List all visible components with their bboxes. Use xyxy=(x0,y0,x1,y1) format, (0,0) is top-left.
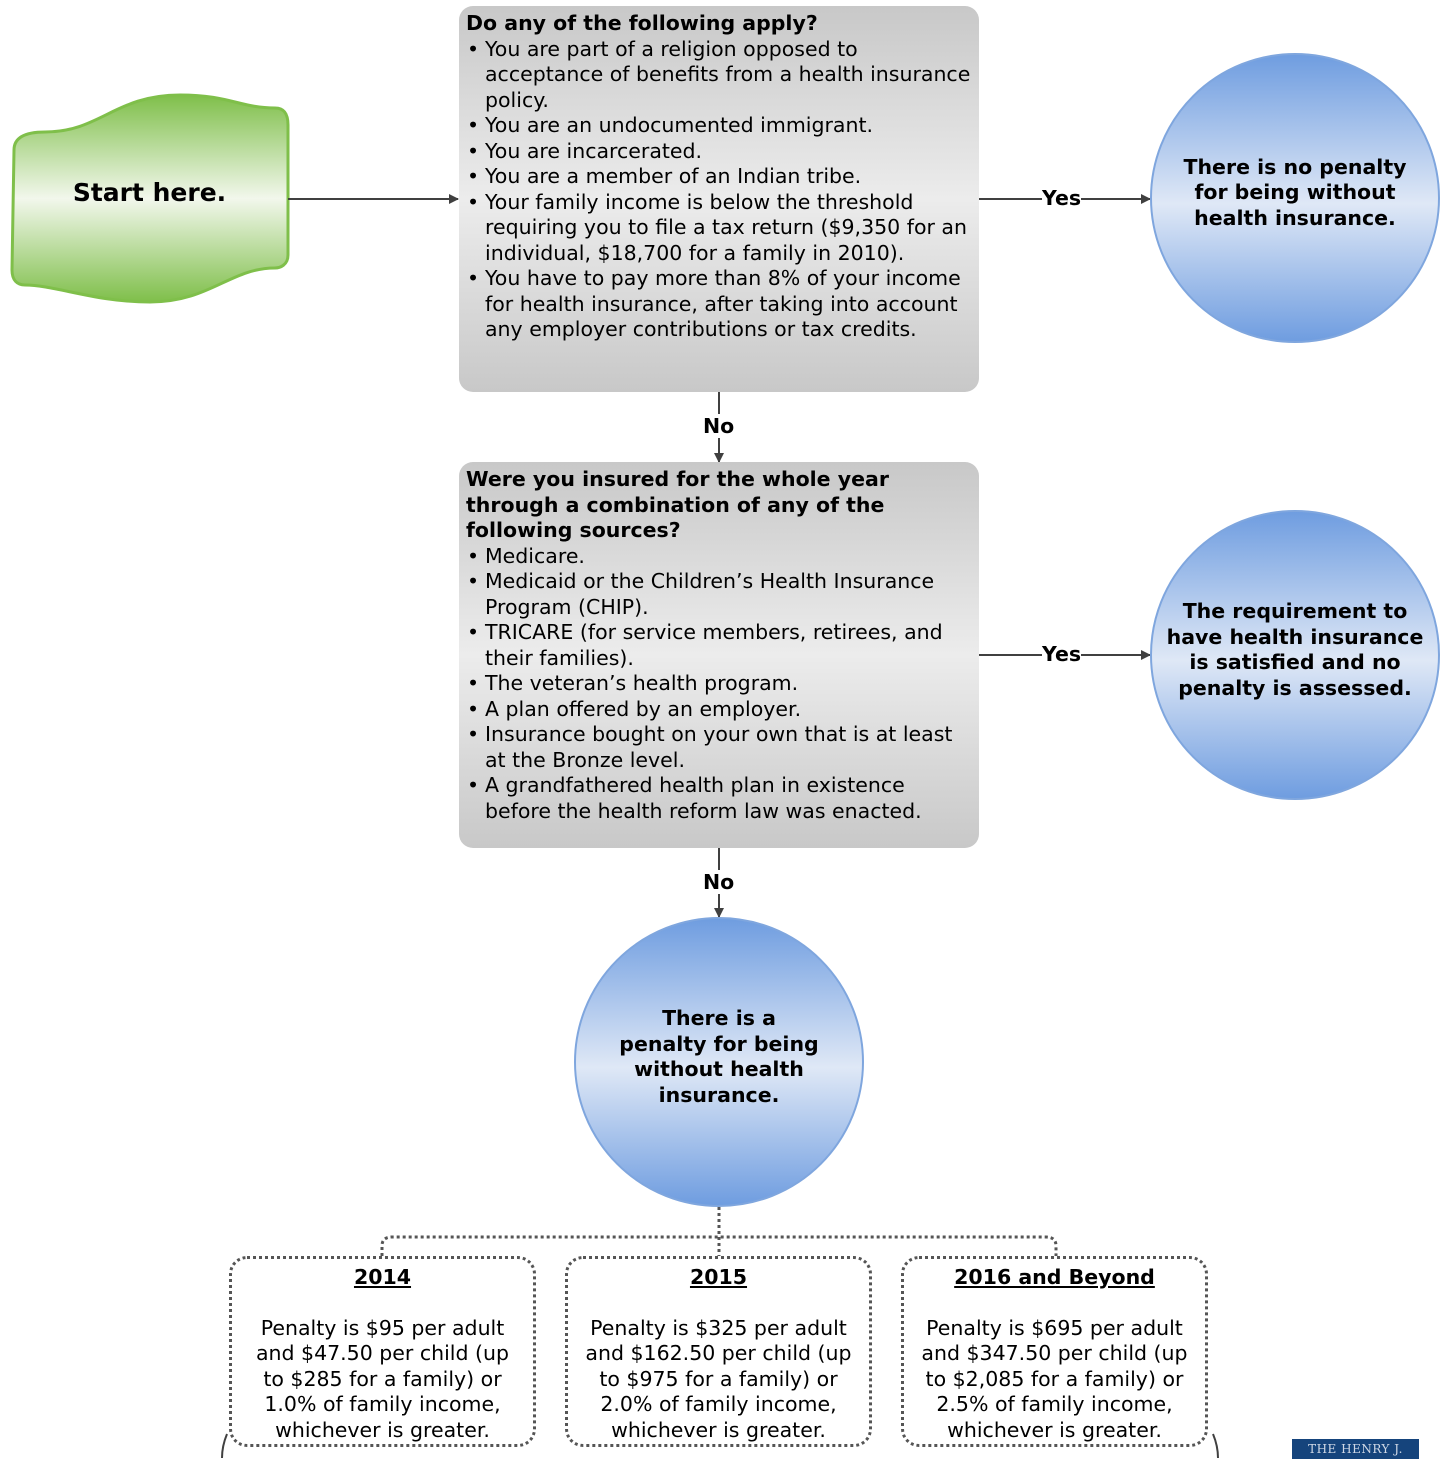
list-item: You are a member of an Indian tribe. xyxy=(466,164,971,190)
outcome-satisfied-text: The requirement to have health insurance… xyxy=(1166,599,1424,700)
penalty-text: Penalty is $695 per adult and $347.50 pe… xyxy=(921,1315,1188,1442)
kff-logo: THE HENRY J. xyxy=(1292,1439,1419,1459)
outcome-no-penalty[interactable]: There is no penalty for being without he… xyxy=(1150,53,1440,343)
edge-label-no-1: No xyxy=(703,414,735,438)
list-item: Medicare. xyxy=(466,544,971,570)
question-2-title: Were you insured for the whole year thro… xyxy=(466,467,889,542)
list-item: A plan offered by an employer. xyxy=(466,697,971,723)
outcome-penalty-text: There is a penalty for being without hea… xyxy=(619,1006,819,1107)
list-item: You are incarcerated. xyxy=(466,139,971,165)
penalty-text: Penalty is $325 per adult and $162.50 pe… xyxy=(585,1315,852,1442)
penalty-dotted-connector xyxy=(380,1207,1058,1256)
start-shape[interactable] xyxy=(10,93,290,304)
list-item: You are part of a religion opposed to ac… xyxy=(466,37,971,114)
question-1-box[interactable]: Do any of the following apply? You are p… xyxy=(459,6,979,392)
question-2-box[interactable]: Were you insured for the whole year thro… xyxy=(459,462,979,848)
question-1-title: Do any of the following apply? xyxy=(466,11,818,35)
list-item: You have to pay more than 8% of your inc… xyxy=(466,266,971,343)
bottom-brace xyxy=(221,1433,228,1459)
bottom-brace-right xyxy=(1212,1433,1219,1459)
list-item: TRICARE (for service members, retirees, … xyxy=(466,620,971,671)
question-2-list: Medicare. Medicaid or the Children’s Hea… xyxy=(466,544,971,825)
list-item: A grandfathered health plan in existence… xyxy=(466,773,971,824)
penalty-year: 2016 and Beyond xyxy=(954,1265,1155,1289)
penalty-box-2015[interactable]: 2015 Penalty is $325 per adult and $162.… xyxy=(565,1256,872,1447)
penalty-text: Penalty is $95 per adult and $47.50 per … xyxy=(255,1315,510,1442)
penalty-year: 2015 xyxy=(689,1265,748,1289)
edge-label-yes-1: Yes xyxy=(1042,186,1082,210)
list-item: Medicaid or the Children’s Health Insura… xyxy=(466,569,971,620)
penalty-box-2014[interactable]: 2014 Penalty is $95 per adult and $47.50… xyxy=(229,1256,536,1447)
list-item: The veteran’s health program. xyxy=(466,671,971,697)
question-1-list: You are part of a religion opposed to ac… xyxy=(466,37,971,343)
edge-label-yes-2: Yes xyxy=(1042,642,1082,666)
penalty-box-2016-beyond[interactable]: 2016 and Beyond Penalty is $695 per adul… xyxy=(901,1256,1208,1447)
edge-label-no-2: No xyxy=(703,870,735,894)
list-item: Your family income is below the threshol… xyxy=(466,190,971,267)
list-item: Insurance bought on your own that is at … xyxy=(466,722,971,773)
outcome-requirement-satisfied[interactable]: The requirement to have health insurance… xyxy=(1150,510,1440,800)
outcome-no-penalty-text: There is no penalty for being without he… xyxy=(1183,154,1407,230)
start-label: Start here. xyxy=(72,178,227,207)
outcome-penalty[interactable]: There is a penalty for being without hea… xyxy=(574,917,864,1207)
list-item: You are an undocumented immigrant. xyxy=(466,113,971,139)
penalty-year: 2014 xyxy=(353,1265,412,1289)
